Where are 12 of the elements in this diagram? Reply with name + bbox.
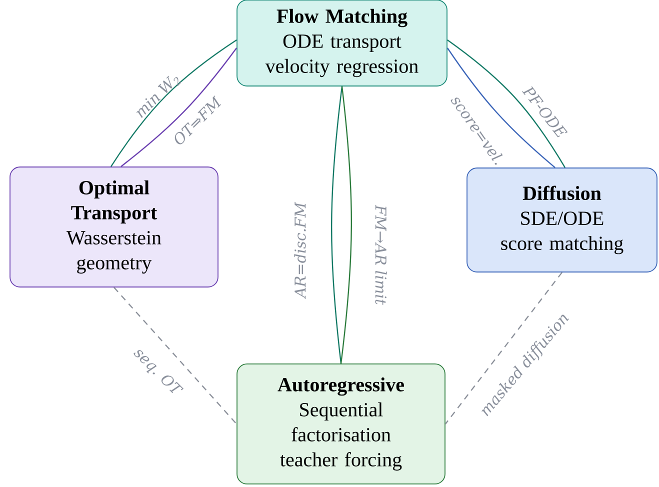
edge-label: FM→AR limit <box>375 204 387 305</box>
connector-curve <box>444 272 562 424</box>
connector-curve <box>340 86 352 364</box>
concept-box: Flow Matching ODE transport velocity regression <box>236 0 448 86</box>
concept-box: Optimal Transport Wasserstein geometry <box>10 166 218 288</box>
concept-box: Diffusion SDE/ODE score matching <box>466 168 658 272</box>
connector-curve <box>114 287 237 424</box>
edge-label: seq. OT <box>134 350 184 394</box>
edge-label: min W$_{2}$ <box>136 76 182 118</box>
connector-curve <box>331 86 343 364</box>
concept-box: Autoregressive Sequential factorisation teacher forcing <box>236 364 446 484</box>
edge-label: AR=disc.FM <box>294 202 306 299</box>
